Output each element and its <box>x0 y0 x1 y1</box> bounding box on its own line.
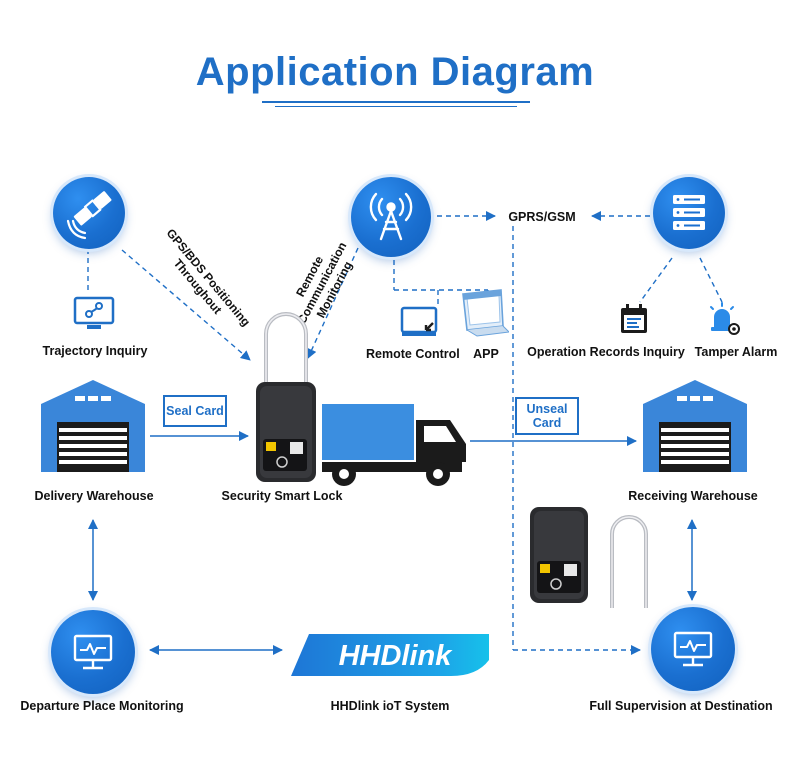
hhdlink-logo-text: HHDlink <box>339 640 454 672</box>
departure-monitoring-label: Departure Place Monitoring <box>20 699 184 713</box>
app-label: APP <box>473 347 499 361</box>
monitor-icon <box>673 631 713 667</box>
dash-server-to-records <box>639 257 673 303</box>
receiving-warehouse-label: Receiving Warehouse <box>628 489 758 503</box>
truck-icon <box>322 404 466 486</box>
satellite-circle <box>53 177 125 249</box>
security-smart-lock-label: Security Smart Lock <box>221 489 343 503</box>
signal-tower-icon <box>369 192 413 241</box>
server-icon <box>673 195 705 230</box>
tower-circle <box>351 177 431 257</box>
hhdlink-logo-shape: HHDlink <box>291 634 489 676</box>
trajectory-monitor-icon <box>73 296 115 329</box>
shackle-icon <box>610 515 648 608</box>
smart-lock-icon <box>256 312 316 482</box>
trajectory-inquiry-label: Trajectory Inquiry <box>42 344 148 358</box>
departure-monitor-circle <box>51 610 135 694</box>
remote-control-label: Remote Control <box>366 347 460 361</box>
server-circle <box>653 177 725 249</box>
delivery-warehouse-label: Delivery Warehouse <box>34 489 154 503</box>
full-supervision-label: Full Supervision at Destination <box>589 699 773 713</box>
receiving-warehouse-icon <box>643 380 747 472</box>
destination-monitor-circle <box>651 607 735 691</box>
seal-card-box: Seal Card <box>163 395 227 427</box>
unseal-card-box: Unseal Card <box>515 397 579 435</box>
hhdlink-logo: HHDlink <box>291 632 489 678</box>
title-underline-thin <box>275 106 517 107</box>
remote-control-icon <box>400 306 438 336</box>
hhdlink-system-label: HHDlink ioT System <box>330 699 450 713</box>
calendar-records-icon <box>621 304 647 333</box>
monitor-icon <box>73 634 113 670</box>
gprs-gsm-label: GPRS/GSM <box>508 210 576 224</box>
alarm-siren-icon <box>710 302 740 335</box>
app-window-icon <box>462 289 509 337</box>
operation-records-label: Operation Records Inquiry <box>527 345 685 359</box>
gps-positioning-label: GPS/BDS Positioning Throughout <box>163 226 254 329</box>
satellite-icon <box>66 191 112 240</box>
delivery-warehouse-icon <box>41 380 145 472</box>
tamper-alarm-label: Tamper Alarm <box>694 345 778 359</box>
dash-server-to-alarm <box>699 257 723 303</box>
title-underline <box>262 101 530 103</box>
page-title: Application Diagram <box>195 50 595 94</box>
lock-body-icon <box>530 507 588 603</box>
